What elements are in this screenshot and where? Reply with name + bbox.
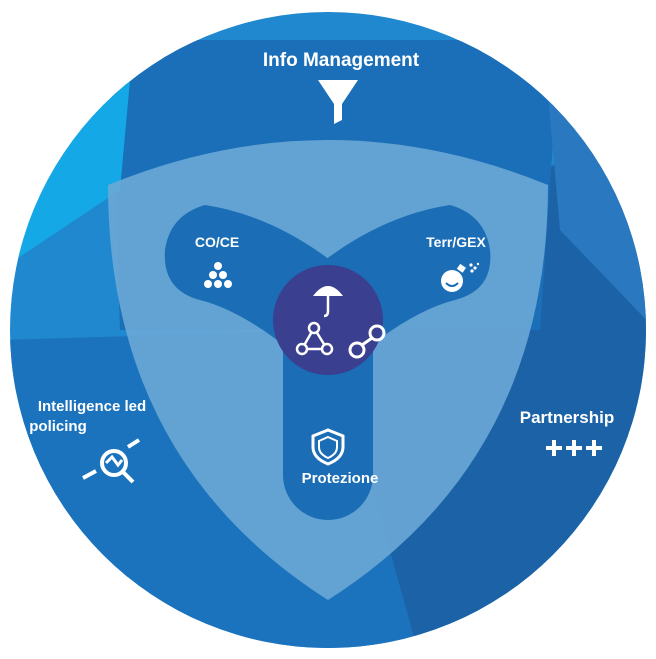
funnel-icon bbox=[318, 80, 358, 124]
info-management-label: Info Management bbox=[263, 50, 420, 71]
pyramid-dots-icon bbox=[204, 262, 232, 288]
bright-accent bbox=[10, 80, 130, 270]
magnifier-icon bbox=[82, 438, 141, 484]
co-ce-label: CO/CE bbox=[195, 234, 239, 250]
center-circle bbox=[273, 265, 383, 375]
network-triangle-icon bbox=[295, 321, 334, 356]
intelligence-label-line1: Intelligence led bbox=[38, 398, 146, 415]
bomb-icon bbox=[441, 262, 480, 292]
terr-gex-label: Terr/GEX bbox=[426, 234, 486, 250]
shield-icon bbox=[311, 428, 345, 466]
handcuffs-icon bbox=[348, 324, 386, 359]
partnership-label: Partnership bbox=[520, 408, 614, 427]
intelligence-label-line2: policing bbox=[29, 418, 87, 435]
plus-signs-icon bbox=[546, 440, 602, 456]
umbrella-icon bbox=[313, 286, 343, 318]
protezione-label: Protezione bbox=[302, 470, 379, 487]
